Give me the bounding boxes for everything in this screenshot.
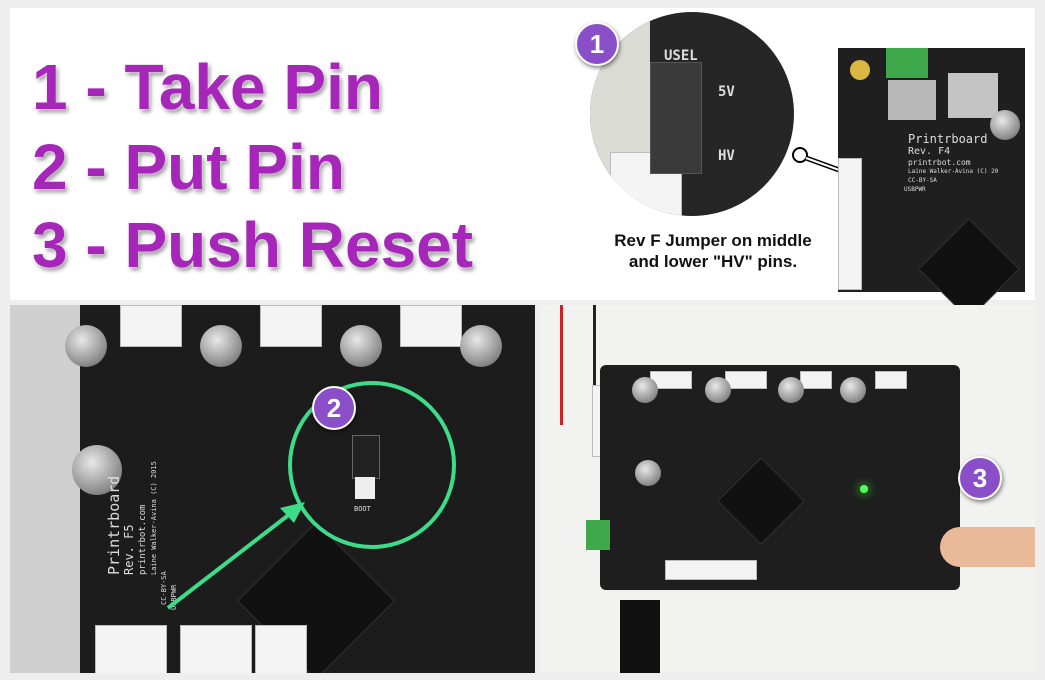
highlight-circle bbox=[288, 381, 456, 549]
step-3-title: 3 - Push Reset bbox=[31, 208, 474, 282]
step-badge-1: 1 bbox=[575, 22, 619, 66]
boot-label: BOOT bbox=[354, 505, 371, 513]
jumper-caption: Rev F Jumper on middle and lower "HV" pi… bbox=[578, 230, 848, 272]
usel-label: USEL bbox=[664, 48, 698, 64]
f4-board-site: printrbot.com bbox=[908, 158, 971, 167]
f4-board-author: Laine Walker-Avina (C) 20 bbox=[908, 168, 999, 175]
f4-board-rev: Rev. F4 bbox=[908, 146, 951, 157]
jumper-closeup-photo: USEL 5V HV bbox=[590, 12, 794, 216]
step-badge-2: 2 bbox=[312, 386, 356, 430]
caption-line-2: and lower "HV" pins. bbox=[628, 252, 798, 271]
highlight-arrow bbox=[166, 508, 297, 610]
hv-label: HV bbox=[718, 148, 735, 164]
push-reset-photo bbox=[540, 305, 1035, 673]
step-1-title: 1 - Take Pin bbox=[31, 50, 384, 124]
highlight-arrowhead bbox=[280, 502, 305, 523]
put-pin-photo: Printrboard Rev. F5 printrbot.com Laine … bbox=[10, 305, 535, 673]
highlight-overlay bbox=[166, 381, 456, 610]
step-badge-3: 3 bbox=[958, 456, 1002, 500]
printrboard-f4-photo: Printrboard Rev. F4 printrbot.com Laine … bbox=[838, 48, 1025, 320]
f4-board-license: CC-BY-SA bbox=[908, 177, 937, 184]
f4-board-usbpwr: USBPWR bbox=[904, 186, 926, 193]
5v-label: 5V bbox=[718, 84, 735, 100]
caption-line-1: Rev F Jumper on middle bbox=[614, 231, 812, 250]
step-2-title: 2 - Put Pin bbox=[31, 130, 346, 204]
f4-board-name: Printrboard bbox=[908, 132, 988, 146]
